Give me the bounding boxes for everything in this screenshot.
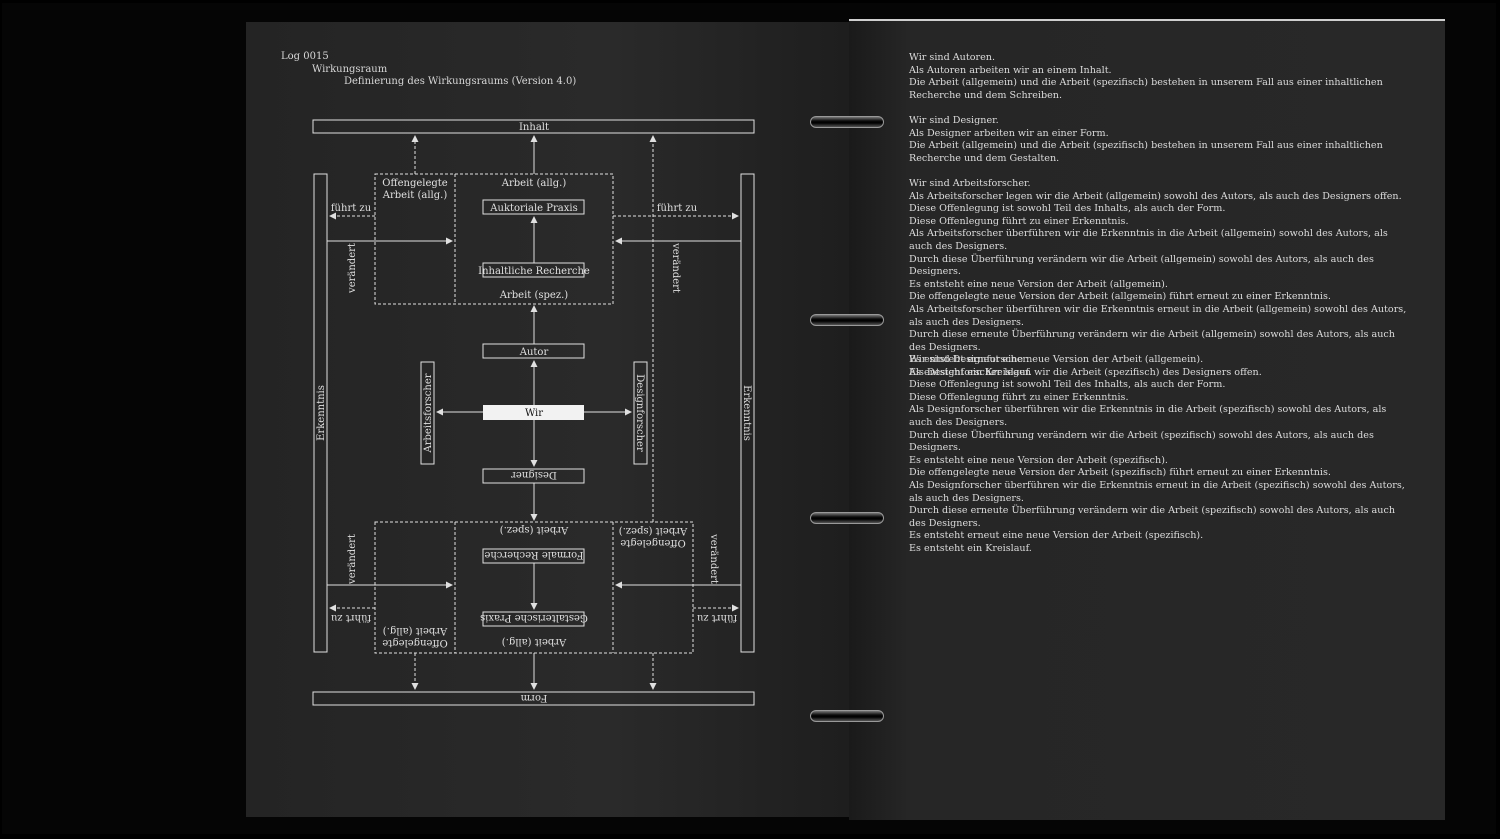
binder-ring [810,116,884,128]
binder-ring [810,512,884,524]
fuehrt-zu-label: führt zu [331,203,372,214]
top-region [374,173,614,305]
binder-ring [810,710,884,722]
inhaltliche-recherche-label: Inhaltliche Recherche [478,266,590,277]
text-line: Diese Offenlegung ist sowohl Teil des In… [909,379,1226,391]
text-line: Durch diese erneute Überführung veränder… [909,329,1395,353]
veraendert-label: verändert [347,243,358,294]
paragraph-designforscher: Wir sind Designforscher. Als Designforsc… [909,354,1409,556]
text-line: Als Designforscher überführen wir die Er… [909,404,1387,428]
text-line: Als Designforscher überführen wir die Er… [909,479,1405,504]
text-line: Als Arbeitsforscher überführen wir die E… [909,228,1388,252]
text-line: Als Arbeitsforscher überführen wir die E… [909,303,1407,328]
inhalt-box [312,119,755,134]
offengelegte-label: Offengelegte [382,637,448,648]
diagram-title: Definierung des Wirkungsraums (Version 4… [344,76,577,87]
arbeit-allg-label: Arbeit (allg.) [501,178,567,189]
text-line: Die Arbeit (allgemein) und die Arbeit (s… [909,140,1383,164]
text-line: Die offengelegte neue Version der Arbeit… [909,467,1331,479]
form-label: Form [520,692,547,703]
erkenntnis-left-label: Erkenntnis [316,385,327,441]
text-line: Es entsteht eine neue Version der Arbeit… [909,454,1168,466]
text-line: Diese Offenlegung ist sowohl Teil des In… [909,203,1226,215]
text-line: Es entsteht erneut eine neue Version der… [909,354,1204,366]
text-line: Als Designer arbeiten wir an einer Form. [909,127,1109,139]
erkenntnis-left-box [313,173,328,653]
offengelegte-arbeit-label: Arbeit (allg.) [382,190,448,201]
arbeit-allg-label: Arbeit (allg.) [502,636,568,647]
text-line: Als Arbeitsforscher legen wir die Arbeit… [909,190,1402,202]
erkenntnis-right-label: Erkenntnis [741,385,752,441]
fuehrt-zu-label: führt zu [657,203,698,214]
log-number: Log 0015 [281,51,329,62]
text-line: Wir sind Designforscher. [909,354,1030,365]
text-line: Es entsteht ein Kreislauf. [909,366,1032,378]
veraendert-label: verändert [347,534,358,585]
text-line: Wir sind Autoren. [909,52,995,63]
form-box [312,691,755,706]
paragraph-autoren: Wir sind Autoren. Als Autoren arbeiten w… [909,52,1409,102]
inhalt-label: Inhalt [519,122,549,133]
arbeit-spez-label: Arbeit (spez.) [499,290,569,301]
offengelegte-arbeit-label: Arbeit (allg.) [383,625,449,636]
paragraph-designer: Wir sind Designer. Als Designer arbeiten… [909,115,1409,165]
fuehrt-zu-label: führt zu [330,612,371,623]
text-line: Es entsteht erneut eine neue Version der… [909,530,1204,542]
wir-label: Wir [525,408,543,419]
paragraph-arbeitsforscher: Wir sind Arbeitsforscher. Als Arbeitsfor… [909,178,1409,380]
text-line: Als Autoren arbeiten wir an einem Inhalt… [909,64,1112,76]
text-line: Es entsteht eine neue Version der Arbeit… [909,278,1168,290]
text-line: Diese Offenlegung führt zu einer Erkennt… [909,215,1129,227]
binder-ring [810,314,884,326]
text-line: Die offengelegte neue Version der Arbeit… [909,291,1331,303]
text-line: Wir sind Arbeitsforscher. [909,178,1031,189]
arbeitsforscher-label: Arbeitsforscher [423,373,434,453]
erkenntnis-right-box [740,173,755,653]
gestalterische-praxis-box [482,611,585,627]
text-line: Als Designforscher legen wir die Arbeit … [909,366,1262,378]
offengelegte-label: Offengelegte [382,178,448,189]
fuehrt-zu-label: führt zu [696,612,737,623]
auktoriale-praxis-label: Auktoriale Praxis [489,203,577,214]
veraendert-label: verändert [670,242,681,293]
text-line: Wir sind Designer. [909,115,999,126]
text-line: Durch diese erneute Überführung veränder… [909,505,1395,529]
veraendert-label: verändert [708,533,719,584]
designforscher-box [633,361,648,465]
text-line: Durch diese Überführung verändern wir di… [909,253,1374,278]
offengelegte-arbeit-label: Arbeit (spez.) [619,525,689,536]
right-page [849,19,1445,820]
wir-box [483,405,584,420]
text-line: Die Arbeit (allgemein) und die Arbeit (s… [909,77,1383,101]
offengelegte-label: Offengelegte [620,537,686,548]
section-title: Wirkungsraum [312,63,388,75]
text-line: Es entsteht ein Kreislauf. [909,542,1032,554]
designforscher-label: Designforscher [634,374,645,452]
text-line: Diese Offenlegung führt zu einer Erkennt… [909,391,1129,403]
autor-label: Autor [519,347,549,358]
formale-recherche-label: Formale Recherche [484,549,583,560]
arbeitsforscher-box [420,361,435,465]
text-line: Durch diese Überführung verändern wir di… [909,429,1374,454]
arbeit-spez-label: Arbeit (spez.) [500,524,570,535]
page-header: Log 0015 Wirkungsraum Definierung des Wi… [281,51,576,89]
gestalterische-praxis-label: Gestalterische Praxis [480,612,588,623]
designer-label: Designer [511,469,557,480]
auktoriale-praxis-box [482,199,585,215]
